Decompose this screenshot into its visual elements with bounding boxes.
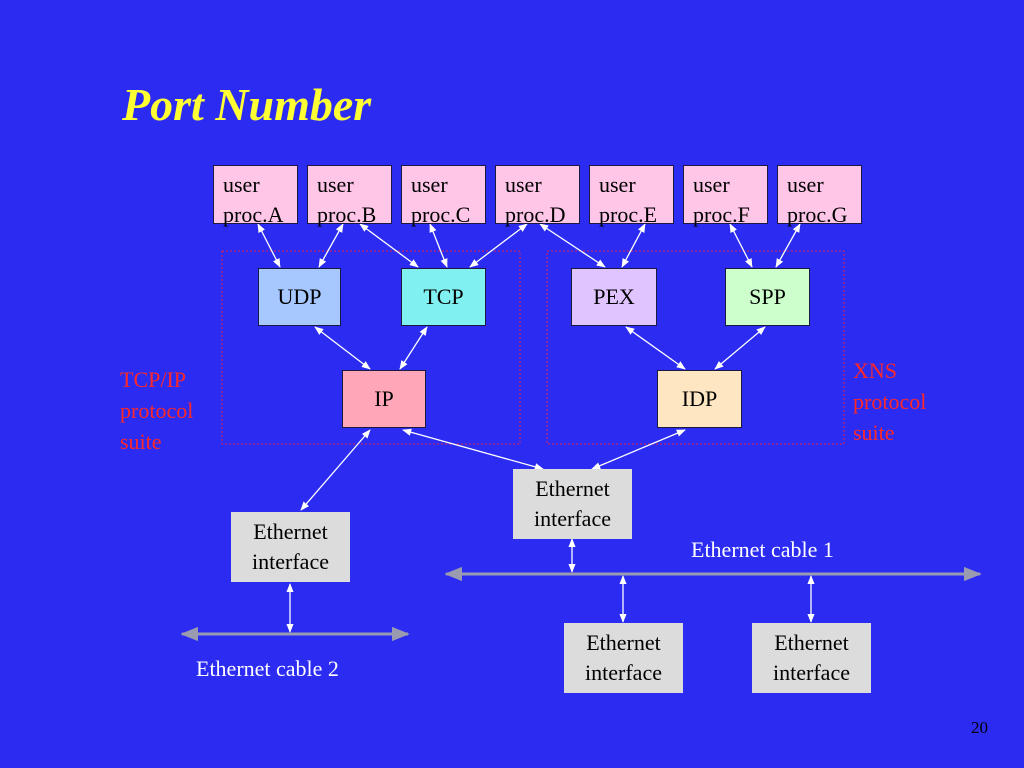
arrow-procF-spp (729, 223, 753, 268)
arrow-procA-udp (257, 223, 281, 268)
eth-left-line1: Ethernet (253, 519, 328, 544)
tcpip-suite-line2: protocol (120, 398, 194, 423)
spp-box: SPP (725, 268, 810, 326)
xns-suite-label: XNS protocol suite (853, 355, 926, 448)
tcpip-suite-line1: TCP/IP (120, 367, 187, 392)
arrow-spp-idp (714, 326, 766, 370)
ethernet-interface-bottom-right: Ethernet interface (752, 623, 871, 693)
xns-suite-line1: XNS (853, 358, 898, 383)
user-proc-a-line2: proc.A (223, 202, 284, 227)
eth-center-line1: Ethernet (535, 476, 610, 501)
user-proc-d-line1: user (505, 172, 542, 197)
user-proc-f: user proc.F (683, 165, 768, 227)
idp-label: IDP (681, 386, 718, 411)
eth-br-line1: Ethernet (774, 630, 849, 655)
pex-box: PEX (571, 268, 657, 326)
arrow-ip-eth-center (402, 428, 544, 471)
ip-box: IP (342, 370, 426, 428)
user-proc-e-line2: proc.E (599, 202, 658, 227)
eth-left-line2: interface (252, 549, 329, 574)
eth-br-line2: interface (773, 660, 850, 685)
user-proc-g-line2: proc.G (787, 202, 848, 227)
arrow-procD-pex (539, 223, 606, 268)
arrow-procB-udp (318, 223, 344, 268)
pex-label: PEX (593, 284, 635, 309)
idp-box: IDP (657, 370, 742, 428)
user-proc-c: user proc.C (401, 165, 486, 227)
ethernet-interface-bottom-left: Ethernet interface (564, 623, 683, 693)
ethernet-interface-center: Ethernet interface (513, 469, 632, 539)
user-proc-f-line1: user (693, 172, 730, 197)
user-proc-b: user proc.B (307, 165, 392, 227)
eth-bl-line2: interface (585, 660, 662, 685)
udp-label: UDP (277, 284, 322, 309)
user-proc-b-line1: user (317, 172, 354, 197)
user-proc-a: user proc.A (213, 165, 298, 227)
arrow-idp-eth-center (591, 429, 686, 470)
xns-suite-line3: suite (853, 420, 895, 445)
eth-center-line2: interface (534, 506, 611, 531)
ethernet-interface-left: Ethernet interface (231, 512, 350, 582)
spp-label: SPP (749, 284, 786, 309)
xns-suite-line2: protocol (853, 389, 927, 414)
tcpip-suite-label: TCP/IP protocol suite (120, 364, 193, 457)
user-proc-d: user proc.D (495, 165, 580, 227)
tcp-label: TCP (423, 284, 464, 309)
user-proc-g: user proc.G (777, 165, 862, 227)
udp-box: UDP (258, 268, 341, 326)
user-proc-a-line1: user (223, 172, 260, 197)
tcp-box: TCP (401, 268, 486, 326)
eth-bl-line1: Ethernet (586, 630, 661, 655)
user-proc-b-line2: proc.B (317, 202, 377, 227)
arrow-procE-pex (621, 223, 646, 268)
user-proc-e-line1: user (599, 172, 636, 197)
arrow-tcp-ip (399, 326, 428, 370)
arrow-udp-ip (314, 326, 371, 370)
arrow-procC-tcp (429, 223, 448, 268)
tcpip-suite-line3: suite (120, 429, 162, 454)
user-proc-c-line1: user (411, 172, 448, 197)
arrow-procD-tcp (469, 223, 528, 268)
arrow-ip-eth-left (300, 429, 371, 511)
user-proc-e: user proc.E (589, 165, 674, 227)
user-proc-f-line2: proc.F (693, 202, 750, 227)
arrow-pex-idp (625, 326, 686, 370)
xns-suite-region (546, 250, 845, 445)
user-proc-c-line2: proc.C (411, 202, 471, 227)
user-proc-d-line2: proc.D (505, 202, 566, 227)
ethernet-cable-2-label: Ethernet cable 2 (196, 656, 339, 681)
ethernet-cable-1-label: Ethernet cable 1 (691, 537, 834, 562)
arrow-procG-spp (775, 223, 801, 268)
page-title: Port Number (122, 79, 372, 130)
ip-label: IP (374, 386, 394, 411)
page-number: 20 (971, 718, 988, 737)
arrow-procB-tcp (359, 223, 419, 268)
user-proc-g-line1: user (787, 172, 824, 197)
